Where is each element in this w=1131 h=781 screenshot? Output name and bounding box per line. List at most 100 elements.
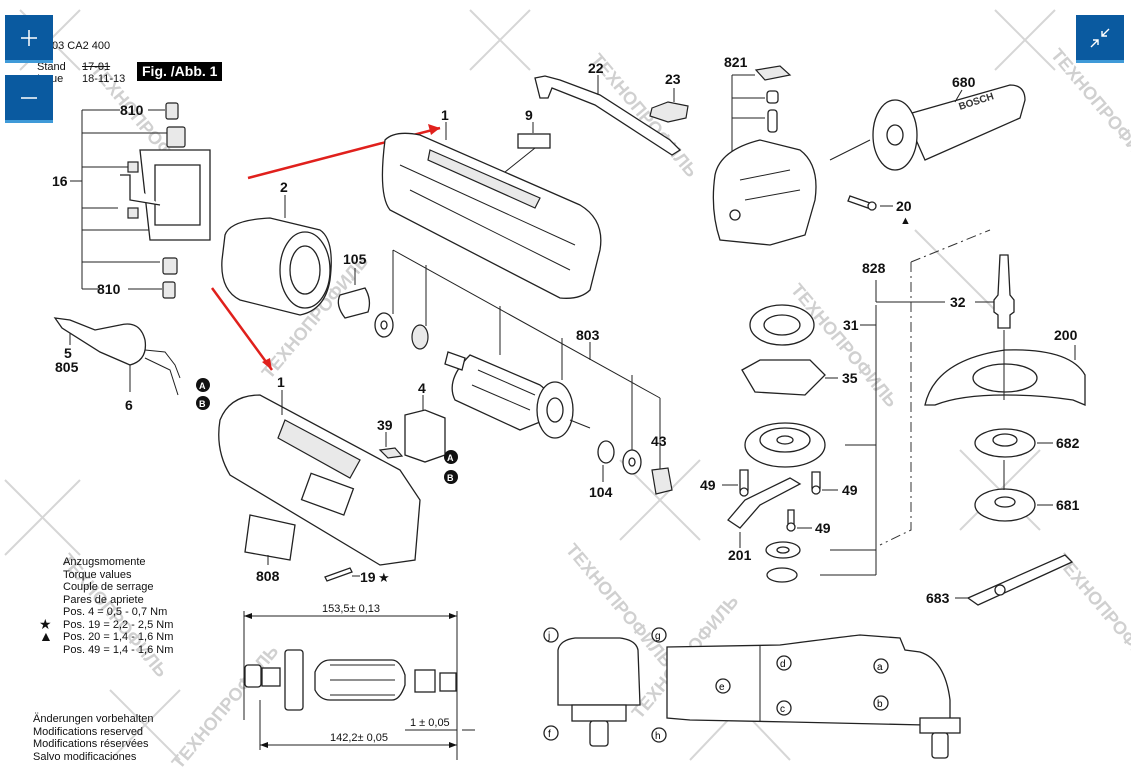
label-683: 683 [926, 590, 950, 606]
label-19: 19 [360, 569, 376, 585]
motor-housing-closed: 1 808 19 ★ [218, 374, 421, 585]
svg-text:f: f [548, 729, 551, 740]
screw-marker-j: j [543, 627, 559, 643]
collapse-arrows-icon [1090, 28, 1110, 47]
label-821: 821 [724, 54, 748, 70]
carbon-brush-top [165, 102, 179, 120]
dim-inner: 142,2± 0,05 [330, 732, 388, 744]
svg-text:A: A [199, 381, 206, 391]
label-20: 20 [896, 198, 912, 214]
brush-spring-1 [127, 161, 139, 173]
triangle-icon: ▲ [39, 628, 53, 644]
label-810-top: 810 [120, 102, 144, 118]
svg-text:★: ★ [378, 570, 390, 585]
svg-text:d: d [780, 659, 786, 670]
connector-b-cable [196, 396, 210, 410]
exit-fullscreen-button[interactable] [1076, 15, 1124, 63]
svg-text:ТЕХНОПРОФИЛЬ: ТЕХНОПРОФИЛЬ [1047, 45, 1131, 176]
armature-dimension-drawing: 153,5± 0,13 142,2± 0,05 1 ± 0,05 [243, 603, 475, 760]
svg-text:A: A [447, 453, 454, 463]
label-35: 35 [842, 370, 858, 386]
torque-pos-20: ▲Pos. 20 = 1,4 - 1,6 Nm [39, 628, 174, 644]
label-9: 9 [525, 107, 533, 123]
svg-text:ТЕХНОПРОФИЛЬ: ТЕХНОПРОФИЛЬ [168, 641, 283, 772]
zoom-out-button[interactable] [5, 75, 53, 123]
gearbox-assembly: 828 31 35 49 49 201 49 [700, 229, 991, 583]
label-6: 6 [125, 397, 133, 413]
label-23: 23 [665, 71, 681, 87]
label-22: 22 [588, 60, 604, 76]
label-49-left: 49 [700, 477, 716, 493]
switch-assembly: 4 39 A B [377, 380, 458, 484]
torque-notes: Anzugsmomente Torque values Couple de se… [39, 556, 174, 656]
plus-icon [21, 29, 37, 46]
motor-housing-open: 1 9 [381, 107, 602, 299]
stand-value: 17-01 [82, 61, 111, 73]
svg-text:▲: ▲ [900, 215, 911, 227]
svg-text:b: b [877, 699, 883, 710]
connector-b-switch [444, 470, 458, 484]
label-682: 682 [1056, 435, 1080, 451]
label-201: 201 [728, 547, 752, 563]
label-104: 104 [589, 484, 613, 500]
screw-marker-b: b [873, 695, 889, 711]
label-31: 31 [843, 317, 859, 333]
connector-a-switch [444, 450, 458, 464]
minus-icon [21, 96, 37, 99]
svg-text:B: B [447, 473, 454, 483]
label-828: 828 [862, 260, 886, 276]
svg-text:h: h [655, 731, 661, 742]
torque-pos-4: Pos. 4 = 0,5 - 0,7 Nm [63, 606, 168, 618]
label-680: 680 [952, 74, 976, 90]
power-cable: 5 805 6 A B [53, 317, 210, 413]
ring-104 [597, 440, 615, 464]
star-icon: ★ [39, 615, 52, 632]
screw-marker-c: c [776, 700, 792, 716]
dim-overall: 153,5± 0,13 [322, 603, 380, 615]
brush-holder-bottom [162, 257, 178, 275]
label-39: 39 [377, 417, 393, 433]
gasket-35 [741, 359, 826, 396]
armature-assembly: 105 803 104 43 [337, 249, 673, 500]
label-1-bottom: 1 [277, 374, 285, 390]
label-808: 808 [256, 568, 280, 584]
carbon-brush-bottom [162, 281, 176, 299]
label-plate-808 [244, 514, 296, 561]
zoom-in-button[interactable] [5, 15, 53, 63]
label-16: 16 [52, 173, 68, 189]
label-810-bottom: 810 [97, 281, 121, 297]
screw-marker-e: e [715, 678, 731, 694]
svg-text:B: B [199, 399, 206, 409]
stator: 2 [221, 179, 332, 316]
dim-gap: 1 ± 0,05 [410, 717, 450, 729]
spindle-32 [993, 254, 1015, 329]
gear-housing-head: 821 [712, 54, 817, 246]
brush-holder-assembly: 810 16 810 [52, 102, 211, 299]
svg-text:c: c [780, 704, 785, 715]
wrench-683 [966, 554, 1074, 606]
spindle-lock-lever: 22 23 [534, 60, 689, 156]
label-43: 43 [651, 433, 667, 449]
svg-text:ТЕХНОПРОФИЛЬ: ТЕХНОПРОФИЛЬ [1052, 550, 1131, 681]
torque-pos-49: Pos. 49 = 1,4 - 1,6 Nm [63, 643, 174, 656]
brush-spring-2 [127, 207, 139, 219]
issue-value: 18-11-13 [82, 73, 126, 85]
svg-text:a: a [877, 662, 883, 673]
spindle-and-guard: 32 200 682 681 683 [924, 254, 1086, 606]
label-32: 32 [950, 294, 966, 310]
screw-marker-d: d [776, 655, 792, 671]
figure-label: Fig. /Abb. 1 [137, 62, 223, 81]
label-2: 2 [280, 179, 288, 195]
spindle-lock-201 [727, 477, 802, 529]
label-105: 105 [343, 251, 367, 267]
label-5: 5 [64, 345, 72, 361]
svg-text:e: e [719, 682, 725, 693]
label-803: 803 [576, 327, 600, 343]
screw-marker-a: a [873, 658, 889, 674]
side-handle: BOSCH 680 20 ▲ [829, 74, 1026, 227]
label-805: 805 [55, 359, 79, 375]
label-49-right: 49 [842, 482, 858, 498]
brush-plate [139, 149, 211, 241]
torque-pos-19: ★Pos. 19 = 2,2 - 2,5 Nm [39, 615, 174, 632]
